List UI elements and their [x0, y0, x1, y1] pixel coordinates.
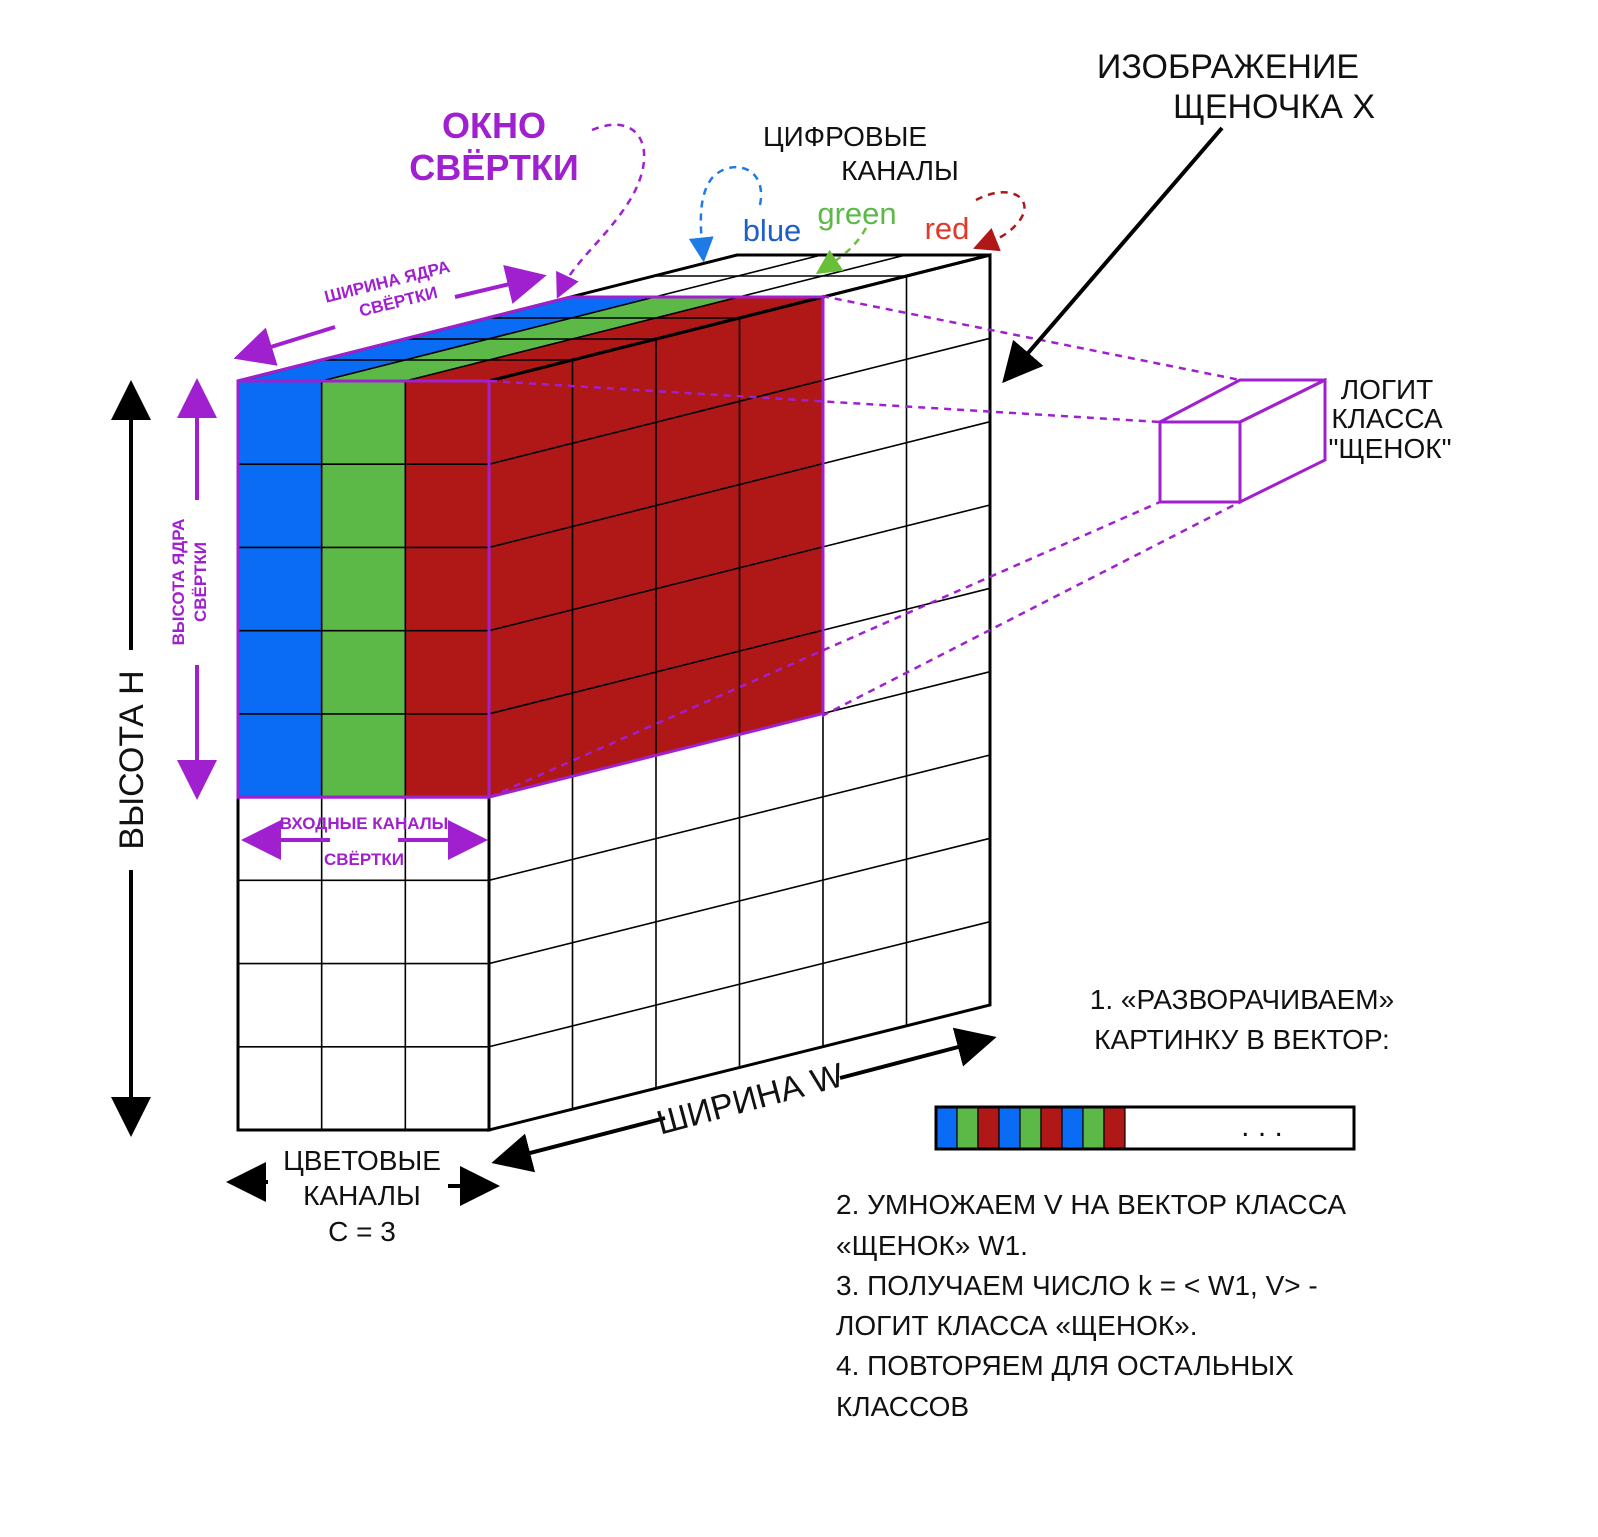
width-arrow-right [839, 1027, 997, 1080]
vector-cell-blue [998, 1106, 1021, 1150]
red-channel-pointer-arrow [973, 190, 1026, 252]
height-label: ВЫСОТА H [113, 670, 151, 849]
channel-red-label: red [925, 211, 970, 246]
kernel-height-label-line2: СВЁРТКИ [191, 542, 210, 622]
conv-window-label-line2: СВЁРТКИ [409, 147, 578, 188]
step1-line1: 1. «РАЗВОРАЧИВАЕМ» [1090, 984, 1394, 1015]
side-grid-row [488, 504, 991, 632]
side-grid-row [488, 754, 991, 882]
vector-cell-green [956, 1106, 979, 1150]
kernel-width-arrow-left [233, 325, 336, 366]
image-label-line1: ИЗОБРАЖЕНИЕ [1097, 48, 1359, 86]
window-front-red [405, 381, 489, 798]
step4-line2: КЛАССОВ [836, 1391, 969, 1422]
image-pointer-arrow [1002, 126, 1224, 384]
digital-channels-label-line1: ЦИФРОВЫЕ [763, 121, 927, 152]
step2-line2: «ЩЕНОК» W1. [836, 1230, 1028, 1261]
channel-green-label: green [817, 196, 896, 231]
vector-cell-red [977, 1106, 1000, 1150]
vector-ellipsis: . . . [1241, 1110, 1283, 1143]
step3-line2: ЛОГИТ КЛАССА «ЩЕНОК». [836, 1310, 1198, 1341]
channel-blue-label: blue [743, 213, 802, 248]
input-channels-label-line1: ВХОДНЫЕ КАНАЛЫ [280, 814, 449, 833]
side-grid-row [488, 587, 991, 715]
vector-cell-blue [935, 1106, 958, 1150]
side-grid-row [488, 837, 991, 965]
step1-line2: КАРТИНКУ В ВЕКТОР: [1094, 1024, 1390, 1055]
image-label-line2: ЩЕНОЧКА X [1173, 88, 1375, 126]
step4-line1: 4. ПОВТОРЯЕМ ДЛЯ ОСТАЛЬНЫХ [836, 1350, 1294, 1381]
logit-label-line2: КЛАССА [1331, 403, 1443, 434]
digital-channels-label-line2: КАНАЛЫ [841, 155, 959, 186]
width-arrow-left [491, 1116, 666, 1173]
green-channel-pointer-arrow [815, 227, 868, 275]
kernel-height-label: ВЫСОТА ЯДРА СВЁРТКИ [169, 519, 210, 646]
vector-cell-red [1040, 1106, 1063, 1150]
conv-window-pointer-arrow [556, 123, 646, 299]
vector-cell-green [1082, 1106, 1105, 1150]
window-front-blue [238, 381, 322, 798]
image-tensor-cube [236, 253, 992, 1132]
input-channels-label-line2: СВЁРТКИ [324, 850, 404, 869]
projection-lines [489, 294, 1241, 799]
conv-window-label-line1: ОКНО [442, 105, 546, 146]
logit-box [1158, 377, 1327, 505]
side-grid-row [488, 920, 991, 1048]
vector-cell-green [1019, 1106, 1042, 1150]
kernel-height-label-line1: ВЫСОТА ЯДРА [169, 519, 188, 646]
side-grid-row [488, 337, 991, 465]
vector-outline [934, 1105, 1356, 1151]
window-front-green [321, 381, 406, 798]
blue-channel-pointer-arrow [688, 165, 763, 263]
kernel-width-label: ШИРИНА ЯДРА СВЁРТКИ [323, 257, 452, 321]
color-channels-label-line2: КАНАЛЫ [303, 1180, 421, 1211]
kernel-width-arrow-right [454, 265, 547, 304]
vector-cell-red [1103, 1106, 1126, 1150]
color-channels-label-line1: ЦВЕТОВЫЕ [283, 1145, 441, 1176]
logit-label-line1: ЛОГИТ [1341, 374, 1434, 405]
step2-line1: 2. УМНОЖАЕМ V НА ВЕКТОР КЛАССА [836, 1189, 1346, 1220]
unrolled-vector: . . . [934, 1105, 1356, 1151]
step3-line1: 3. ПОЛУЧАЕМ ЧИСЛО k = < W1, V> - [836, 1270, 1318, 1301]
side-grid-row [488, 420, 991, 549]
color-channels-label-line3: C = 3 [328, 1216, 396, 1247]
vector-cell-blue [1061, 1106, 1084, 1150]
logit-label-line3: "ЩЕНОК" [1328, 433, 1451, 464]
